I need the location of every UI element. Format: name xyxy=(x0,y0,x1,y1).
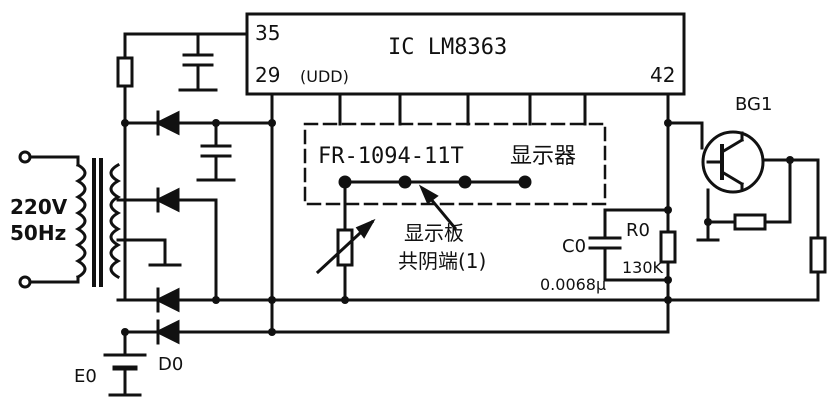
res-r0-value: 130K xyxy=(622,258,664,277)
display-board-label: 显示板 xyxy=(404,221,464,245)
ic-pin-35: 35 xyxy=(255,21,280,45)
junctions xyxy=(121,119,794,336)
bias-resistor xyxy=(733,213,767,231)
display-type: 显示器 xyxy=(510,144,576,169)
display-pin-2 xyxy=(398,175,412,189)
res-r0-label: R0 xyxy=(626,220,650,241)
ac-terminal-top xyxy=(18,150,32,164)
load-resistor xyxy=(809,236,827,274)
display-pin-4 xyxy=(518,175,532,189)
battery-e0 xyxy=(103,353,147,397)
diode-top xyxy=(154,110,180,136)
diode-d0 xyxy=(154,319,180,345)
resistor-r0 xyxy=(659,230,677,264)
display-pin-3 xyxy=(458,175,472,189)
variable-resistor xyxy=(336,228,354,267)
diode-middle xyxy=(154,187,180,213)
ic-name: IC LM8363 xyxy=(388,35,507,60)
battery-label: E0 xyxy=(74,366,97,387)
transformer-frequency: 50Hz xyxy=(10,221,66,245)
ac-terminal-bottom xyxy=(18,275,32,289)
display-model: FR-1094-11T xyxy=(318,144,464,169)
transistor-bg1 xyxy=(701,130,765,194)
transformer xyxy=(74,158,122,287)
cap-c0-label: C0 xyxy=(562,236,586,257)
ic-pin-29: 29 xyxy=(255,63,280,87)
diode-bottom xyxy=(154,287,180,313)
cap-c0-value: 0.0068μ xyxy=(540,275,606,294)
ic-pin-42: 42 xyxy=(650,63,675,87)
ic-display-pins xyxy=(338,92,587,126)
ic-pin-29-label: (UDD) xyxy=(300,67,349,86)
diode-d0-label: D0 xyxy=(158,354,183,375)
display-common-label: 共阴端(1) xyxy=(398,249,486,273)
display-pin-1 xyxy=(338,175,352,189)
transformer-voltage: 220V xyxy=(10,195,68,219)
ic-chip xyxy=(245,12,686,96)
transistor-label: BG1 xyxy=(735,94,772,115)
left-resistor xyxy=(116,56,134,88)
